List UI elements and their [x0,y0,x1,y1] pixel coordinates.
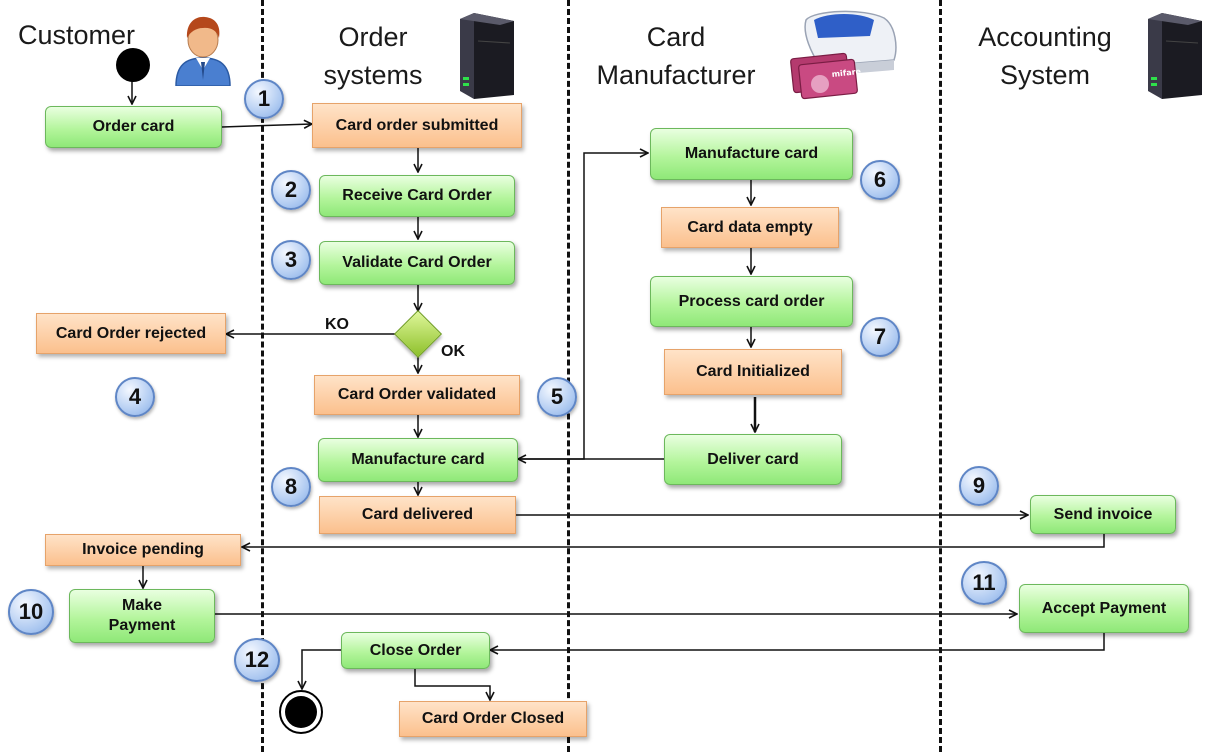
decision-ko-label: KO [325,316,349,333]
card-initialized-object: Card Initialized [664,349,842,395]
make-payment-line1: Make [121,597,163,614]
process-card-order-activity[interactable]: Process card order [650,276,853,327]
make-payment-line2: Payment [108,617,176,634]
lane-divider-card-accounting [939,0,942,752]
lane-title-card-manufacturer: Card Manufacturer [596,22,756,90]
card-delivered-object: Card delivered [319,496,516,534]
deliver-card-activity[interactable]: Deliver card [664,434,842,485]
step-number-9: 9 [959,466,999,506]
close-order-activity[interactable]: Close Order [341,632,490,669]
lane-title-customer: Customer [18,20,136,50]
step-number-6: 6 [860,160,900,200]
person-avatar-icon [175,16,231,86]
card-order-rejected-object: Card Order rejected [36,313,226,354]
step-number-12: 12 [234,638,280,682]
manufacture-card-activity[interactable]: Manufacture card [650,128,853,180]
card-printer-icon: mifare [790,10,897,100]
start-node [116,48,150,82]
lane-divider-customer-order [261,0,264,752]
step-number-7: 7 [860,317,900,357]
mifare-label: mifare [831,67,862,79]
step-number-1: 1 [244,79,284,119]
receive-card-order-activity[interactable]: Receive Card Order [319,175,515,217]
end-node [279,690,323,734]
step-number-3: 3 [271,240,311,280]
card-data-empty-object: Card data empty [661,207,839,248]
accept-payment-activity[interactable]: Accept Payment [1019,584,1189,633]
manufacture-card-order-activity[interactable]: Manufacture card [318,438,518,482]
step-number-11: 11 [961,561,1007,605]
order-card-activity[interactable]: Order card [45,106,222,148]
step-number-10: 10 [8,589,54,635]
validate-card-order-activity[interactable]: Validate Card Order [319,241,515,285]
card-order-validated-object: Card Order validated [314,375,520,415]
step-number-4: 4 [115,377,155,417]
lane-divider-order-card [567,0,570,752]
server-icon [460,13,514,99]
lane-title-order-systems: Order systems [323,22,423,90]
step-number-8: 8 [271,467,311,507]
send-invoice-activity[interactable]: Send invoice [1030,495,1176,534]
lane-title-accounting-system: Accounting System [978,22,1112,90]
server-icon [1148,13,1202,99]
card-order-closed-object: Card Order Closed [399,701,587,737]
step-number-5: 5 [537,377,577,417]
make-payment-activity[interactable]: Make Payment [69,589,215,643]
step-number-2: 2 [271,170,311,210]
card-order-submitted-object: Card order submitted [312,103,522,148]
invoice-pending-object: Invoice pending [45,534,241,566]
decision-ok-label: OK [441,343,465,360]
